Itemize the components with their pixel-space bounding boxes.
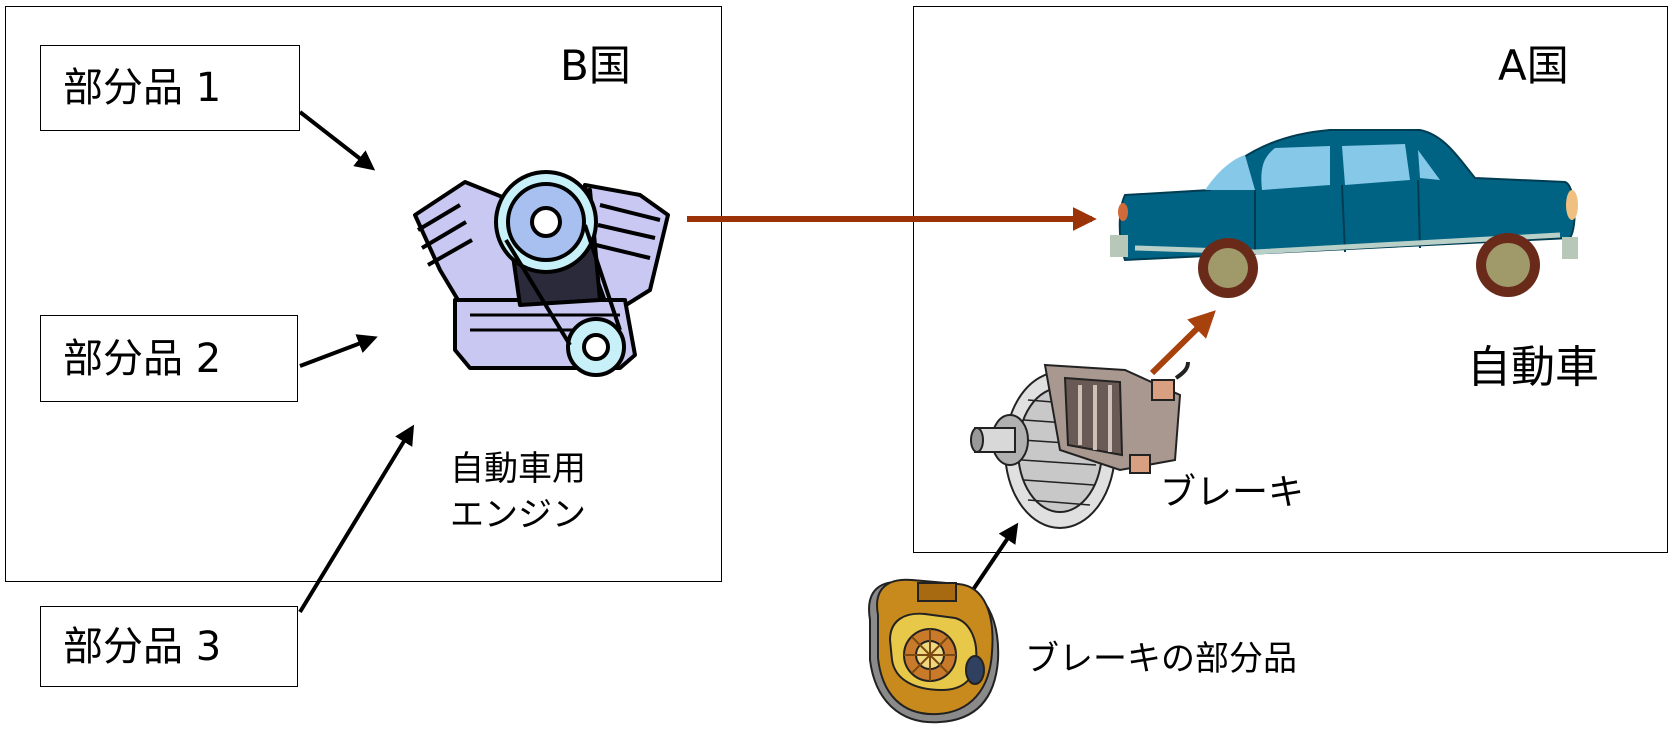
engine-label-line2: エンジン: [450, 494, 586, 535]
part-1-box: 部分品 1: [40, 45, 300, 131]
part-2-label: 部分品 2: [63, 335, 222, 382]
car-label: 自動車: [1467, 342, 1599, 393]
arrow-brake-to-car: [1149, 310, 1216, 376]
brake-part-label: ブレーキの部分品: [1025, 639, 1297, 679]
part-3-label: 部分品 3: [63, 623, 222, 670]
brake-part-icon: [868, 578, 1000, 724]
arrow-part1-to-engine: [298, 110, 376, 171]
arrow-part2-to-engine: [299, 334, 378, 368]
country-b-label: B国: [560, 41, 631, 90]
arrow-part3-to-engine: [298, 424, 415, 614]
engine-label-line1: 自動車用: [450, 449, 586, 489]
engine-icon: [413, 170, 670, 377]
engine-label: 自動車用 エンジン: [450, 447, 586, 539]
country-a-label: A国: [1498, 41, 1569, 90]
brake-label: ブレーキ: [1160, 472, 1305, 513]
car-icon: [1110, 129, 1578, 298]
part-1-label: 部分品 1: [63, 65, 222, 111]
brake-icon: [970, 361, 1190, 529]
part-3-box: 部分品 3: [40, 606, 298, 687]
part-2-box: 部分品 2: [40, 315, 298, 402]
